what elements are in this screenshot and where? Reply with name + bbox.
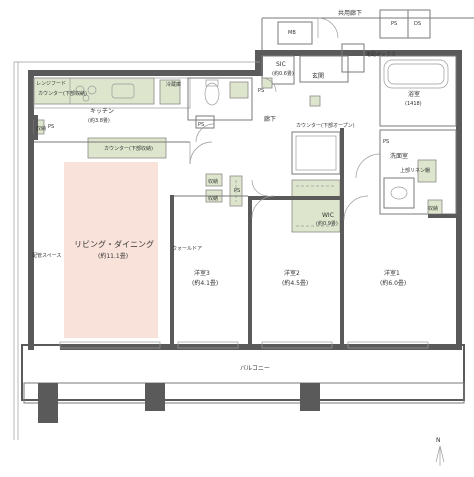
sic-entrance [261, 55, 349, 107]
room-labels: 共用廊下 MB PS DS SIC (約0.6畳) 玄関 キッチン (約3.8畳… [32, 9, 438, 372]
label-bathroom-size: (1418) [405, 101, 422, 107]
label-fridge: 冷蔵庫 [166, 81, 181, 88]
kitchen-area [33, 77, 191, 159]
label-wic: WIC [322, 212, 334, 219]
label-counter-lower: カウンター(下部収納) [38, 90, 87, 97]
label-counter-island: カウンター(下部収納) [104, 145, 153, 152]
label-ldk-size: (約11.1畳) [98, 252, 128, 260]
label-western3: 洋室3 [194, 269, 210, 277]
door-swings [189, 141, 369, 221]
label-entrance: 玄関 [312, 72, 324, 80]
label-kitchen-size: (約3.8畳) [88, 117, 110, 124]
label-ds: DS [414, 21, 421, 27]
bathroom [379, 55, 457, 127]
label-sic: SIC [276, 61, 286, 68]
north-arrow: N [435, 437, 445, 466]
label-western3-size: (約4.1畳) [192, 279, 218, 287]
label-piping-space: 配管スペース [32, 252, 61, 259]
label-washroom: 洗面室 [390, 152, 408, 160]
label-ps-washroom: PS [383, 139, 389, 145]
label-storage-corridor-2: 収納 [208, 195, 218, 202]
label-western2: 洋室2 [284, 269, 300, 277]
label-mb: MB [288, 30, 296, 36]
label-ps-kitchen: PS [48, 124, 54, 130]
corridor-wic [291, 131, 341, 233]
label-delivery-box: 宅配ボックス [366, 51, 396, 58]
washroom [355, 129, 457, 215]
label-ps-toilet: PS [198, 122, 204, 128]
label-wall-door: ウォールドア [172, 245, 202, 252]
label-bathroom: 浴室 [408, 90, 420, 98]
label-storage-corridor-1: 収納 [208, 178, 218, 185]
label-counter-open: カウンター(下部オープン) [296, 122, 355, 129]
label-wic-size: (約0.9畳) [316, 220, 338, 227]
label-western1: 洋室1 [384, 269, 400, 277]
label-balcony: バルコニー [240, 365, 270, 372]
windows [59, 341, 429, 349]
label-kitchen: キッチン [90, 108, 114, 115]
label-western1-size: (約6.0畳) [380, 279, 406, 287]
north-arrow-label: N [436, 437, 441, 444]
label-storage-kitchen: 収納 [36, 125, 46, 132]
label-western2-size: (約4.5畳) [282, 279, 308, 287]
toilet-area [187, 77, 253, 143]
label-ldk: リビング・ダイニング [74, 239, 154, 249]
label-sic-size: (約0.6畳) [272, 70, 294, 77]
interior-walls [34, 115, 456, 345]
top-service-area [277, 9, 431, 73]
label-ps-top: PS [391, 21, 397, 27]
label-corridor: 廊下 [264, 115, 276, 123]
outer-walls [13, 17, 474, 440]
label-ps-corridor: PS [234, 188, 240, 194]
label-ps-entrance: PS [258, 88, 264, 94]
label-range-hood: レンジフード [36, 81, 66, 87]
label-storage-washroom: 収納 [428, 205, 438, 212]
label-upper-linen: 上部リネン棚 [400, 167, 430, 174]
ldk-highlight [64, 162, 158, 338]
label-common-corridor: 共用廊下 [338, 9, 362, 17]
